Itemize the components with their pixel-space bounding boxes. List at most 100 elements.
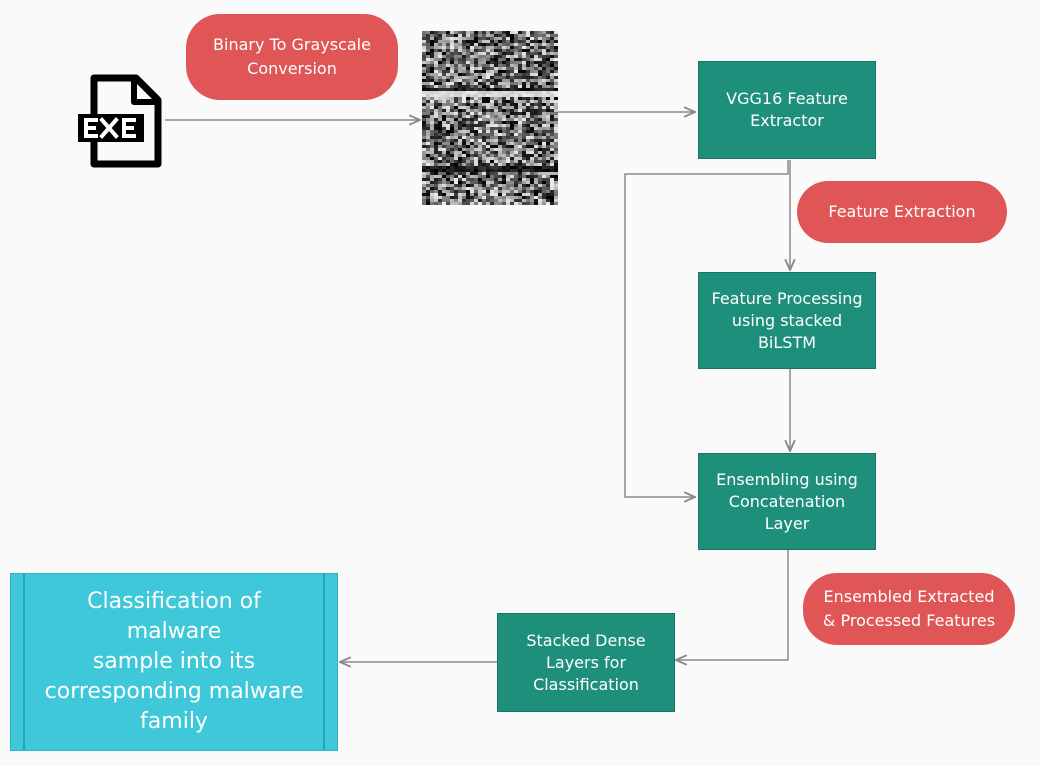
noise-cell: [534, 103, 539, 107]
noise-cell: [502, 88, 507, 92]
noise-cell: [546, 178, 551, 182]
noise-cell: [486, 175, 491, 179]
noise-cell: [470, 166, 475, 170]
noise-cell: [498, 100, 503, 104]
noise-cell: [510, 130, 515, 134]
noise-cell: [474, 43, 479, 47]
noise-cell: [510, 34, 515, 38]
noise-cell: [518, 136, 523, 140]
noise-cell: [498, 154, 503, 158]
noise-cell: [550, 46, 555, 50]
noise-cell: [554, 64, 558, 68]
noise-cell: [438, 115, 443, 119]
noise-cell: [502, 43, 507, 47]
noise-cell: [538, 187, 543, 191]
noise-cell: [474, 97, 479, 101]
noise-cell: [530, 148, 535, 152]
noise-cell: [554, 196, 558, 200]
noise-cell: [470, 112, 475, 116]
noise-cell: [478, 79, 483, 83]
box-line: Extractor: [750, 111, 824, 130]
noise-cell: [522, 160, 527, 164]
noise-cell: [554, 58, 558, 62]
noise-cell: [526, 169, 531, 173]
noise-cell: [462, 31, 467, 35]
noise-cell: [474, 178, 479, 182]
noise-cell: [446, 154, 451, 158]
noise-cell: [482, 130, 487, 134]
noise-cell: [430, 130, 435, 134]
noise-cell: [498, 130, 503, 134]
noise-cell: [422, 31, 427, 35]
noise-cell: [478, 166, 483, 170]
noise-cell: [478, 148, 483, 152]
noise-cell: [430, 151, 435, 155]
noise-cell: [486, 133, 491, 137]
noise-cell: [538, 106, 543, 110]
noise-cell: [430, 133, 435, 137]
noise-cell: [466, 193, 471, 197]
noise-cell: [474, 94, 479, 98]
noise-cell: [522, 64, 527, 68]
noise-cell: [422, 106, 427, 110]
noise-cell: [522, 184, 527, 188]
noise-cell: [554, 61, 558, 65]
noise-cell: [426, 109, 431, 113]
noise-cell: [542, 64, 547, 68]
noise-cell: [510, 67, 515, 71]
noise-cell: [530, 31, 535, 35]
noise-cell: [502, 76, 507, 80]
noise-cell: [542, 139, 547, 143]
noise-cell: [546, 124, 551, 128]
noise-cell: [534, 67, 539, 71]
noise-cell: [474, 67, 479, 71]
noise-cell: [482, 55, 487, 59]
noise-cell: [546, 118, 551, 122]
noise-cell: [466, 133, 471, 137]
noise-cell: [470, 169, 475, 173]
noise-cell: [486, 124, 491, 128]
noise-cell: [442, 49, 447, 53]
noise-cell: [534, 154, 539, 158]
noise-cell: [530, 70, 535, 74]
noise-cell: [546, 181, 551, 185]
noise-cell: [502, 55, 507, 59]
noise-cell: [506, 118, 511, 122]
noise-cell: [486, 58, 491, 62]
noise-cell: [506, 61, 511, 65]
noise-cell: [462, 127, 467, 131]
noise-cell: [454, 139, 459, 143]
noise-cell: [502, 187, 507, 191]
noise-cell: [466, 181, 471, 185]
noise-cell: [506, 94, 511, 98]
noise-cell: [530, 40, 535, 44]
noise-cell: [482, 178, 487, 182]
noise-cell: [542, 34, 547, 38]
noise-cell: [542, 133, 547, 137]
noise-cell: [510, 187, 515, 191]
noise-cell: [490, 187, 495, 191]
noise-cell: [454, 37, 459, 41]
noise-cell: [506, 145, 511, 149]
noise-cell: [454, 58, 459, 62]
noise-cell: [546, 67, 551, 71]
noise-cell: [502, 115, 507, 119]
noise-cell: [530, 64, 535, 68]
noise-cell: [550, 94, 555, 98]
noise-cell: [470, 70, 475, 74]
noise-cell: [514, 157, 519, 161]
noise-cell: [498, 169, 503, 173]
noise-cell: [450, 76, 455, 80]
noise-cell: [470, 103, 475, 107]
noise-cell: [542, 193, 547, 197]
noise-cell: [510, 166, 515, 170]
noise-cell: [554, 202, 558, 205]
noise-cell: [482, 52, 487, 56]
noise-cell: [514, 49, 519, 53]
noise-cell: [462, 196, 467, 200]
noise-cell: [458, 118, 463, 122]
noise-cell: [446, 124, 451, 128]
noise-cell: [542, 145, 547, 149]
noise-cell: [466, 139, 471, 143]
noise-cell: [470, 58, 475, 62]
